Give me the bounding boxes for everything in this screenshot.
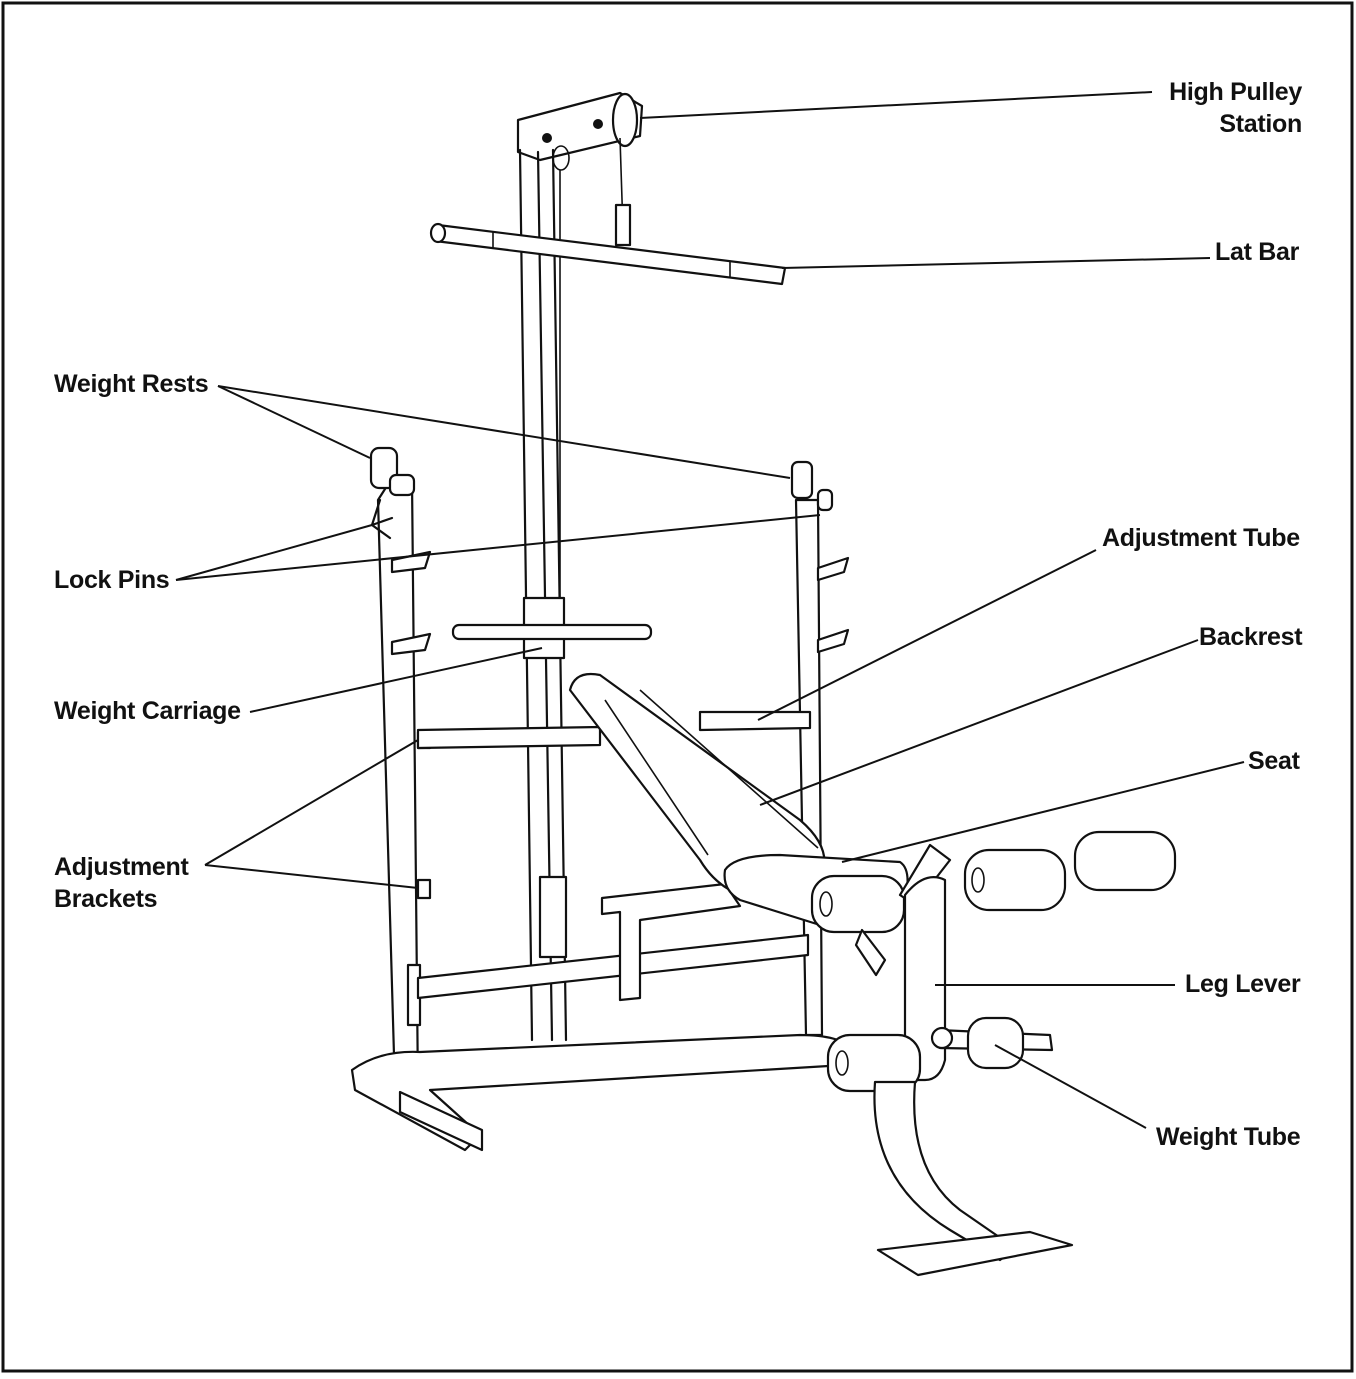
label-weight-tube: Weight Tube (1156, 1123, 1301, 1151)
label-high-pulley-line2: Station (1219, 110, 1302, 138)
label-adjustment-brackets: Adjustment Brackets (54, 851, 189, 915)
label-seat: Seat (1248, 747, 1300, 775)
leg-lever (826, 830, 1177, 1277)
label-weight-carriage: Weight Carriage (54, 697, 241, 725)
frame-tubes (350, 710, 857, 1152)
label-leg-lever: Leg Lever (1185, 970, 1301, 998)
label-high-pulley-station: High Pulley Station (1100, 76, 1302, 140)
label-backrest: Backrest (1199, 623, 1303, 651)
bench (568, 672, 909, 934)
label-adjustment-brackets-line2: Brackets (54, 885, 158, 913)
label-adjustment-brackets-line1: Adjustment (54, 853, 189, 881)
lat-bar (429, 222, 787, 286)
label-lock-pins: Lock Pins (54, 566, 170, 594)
label-lat-bar: Lat Bar (1215, 238, 1300, 266)
label-high-pulley-line1: High Pulley (1169, 78, 1302, 106)
label-weight-rests: Weight Rests (54, 370, 209, 398)
label-adjustment-tube: Adjustment Tube (1102, 524, 1300, 552)
leader-lines (175, 91, 1245, 1129)
